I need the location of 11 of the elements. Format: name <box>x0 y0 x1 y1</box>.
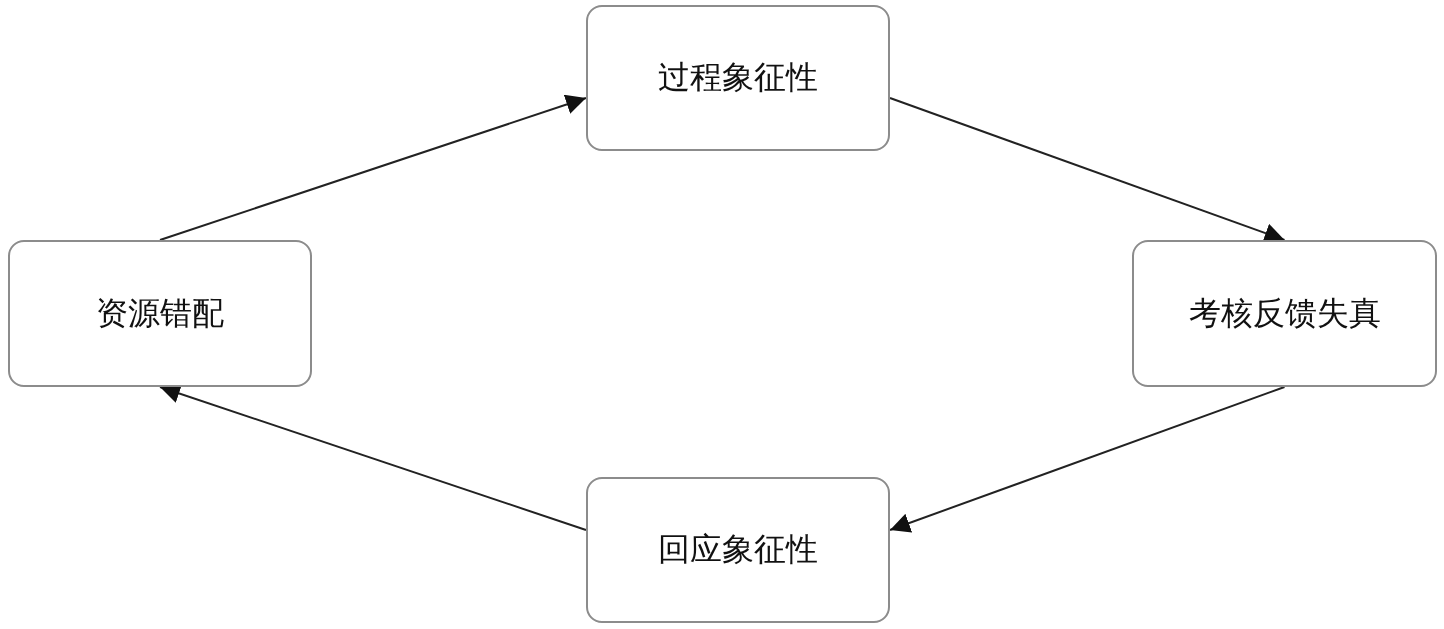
process-box <box>1132 240 1437 387</box>
arrow <box>889 97 1286 243</box>
process-box <box>586 5 890 151</box>
process-box <box>586 477 890 623</box>
process-box <box>8 240 312 387</box>
box-label: 回应象征性 <box>658 529 818 570</box>
arrow <box>159 94 587 241</box>
box-label: 过程象征性 <box>658 57 818 98</box>
arrow <box>889 386 1286 533</box>
box-label: 资源错配 <box>96 292 224 334</box>
box-label: 考核反馈失真 <box>1188 292 1381 334</box>
